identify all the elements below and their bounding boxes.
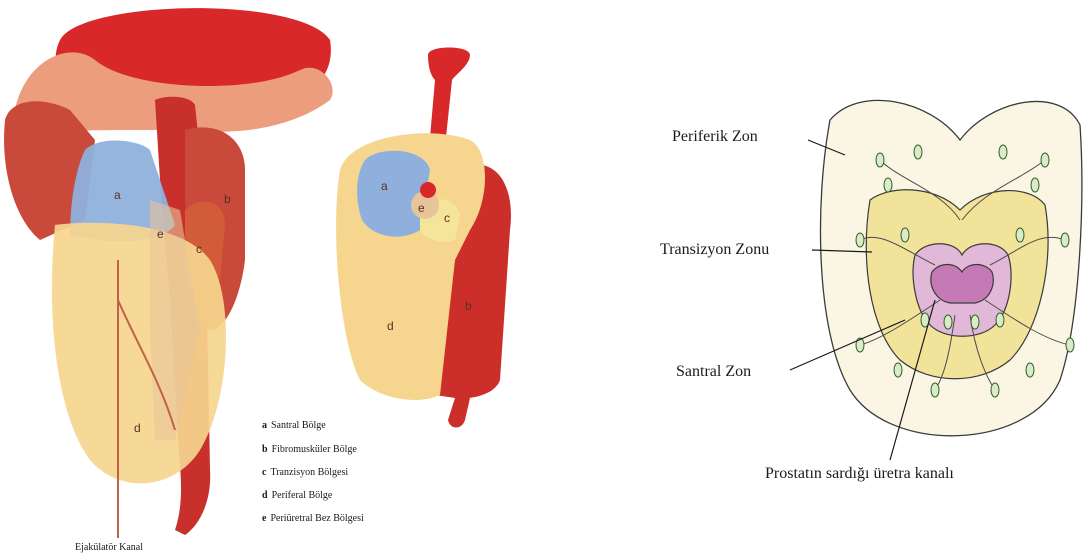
cross-urethra-lumen — [420, 182, 436, 198]
zone-letter-d: d — [134, 421, 141, 435]
zone-letter-c: c — [196, 242, 202, 256]
label-urethra: Prostatın sardığı üretra kanalı — [765, 465, 954, 482]
cross-letter-b: b — [465, 299, 472, 313]
label-peripheral-zone: Periferik Zon — [672, 128, 758, 145]
cross-letter-e: e — [418, 201, 425, 215]
cross-section-prostate-view: a b c d e — [336, 48, 511, 428]
cross-letter-a: a — [381, 179, 388, 193]
zone-letter-b: b — [224, 192, 231, 206]
label-transition-zone: Transizyon Zonu — [660, 241, 769, 258]
peripheral-zone — [52, 223, 226, 484]
cross-letter-c: c — [444, 211, 450, 225]
cross-fibro-tail — [448, 398, 470, 428]
zone-letter-a: a — [114, 188, 121, 202]
ejaculatory-duct-label: Ejakülatör Kanal — [75, 542, 143, 553]
label-central-zone: Santral Zon — [676, 363, 751, 380]
zone-letter-e: e — [157, 227, 164, 241]
zone-schematic: Periferik Zon Transizyon Zonu Santral Zo… — [660, 100, 1082, 482]
cross-letter-d: d — [387, 319, 394, 333]
